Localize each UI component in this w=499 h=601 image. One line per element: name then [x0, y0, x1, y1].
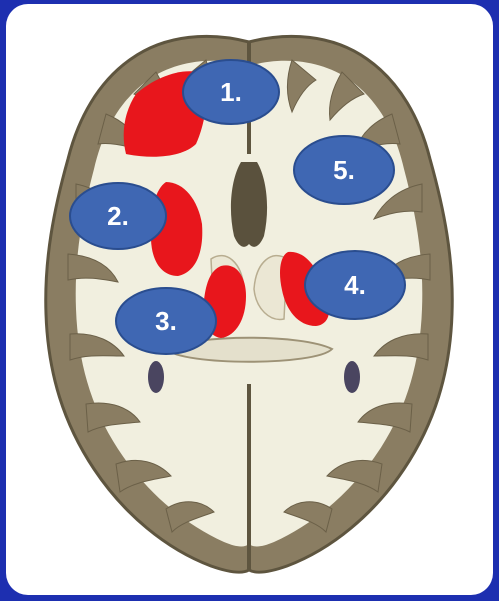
marker-2-label: 2. — [107, 201, 129, 231]
marker-2: 2. — [70, 183, 166, 249]
figure-panel: 1. 2. 3. 4. 5. — [6, 4, 493, 595]
marker-5-label: 5. — [333, 155, 355, 185]
lateral-ventricles — [231, 162, 267, 247]
marker-4: 4. — [305, 251, 405, 319]
posterior-horn-left — [148, 361, 164, 393]
marker-4-label: 4. — [344, 270, 366, 300]
marker-3: 3. — [116, 288, 216, 354]
marker-1-label: 1. — [220, 77, 242, 107]
posterior-horn-right — [344, 361, 360, 393]
brain-axial-section: 1. 2. 3. 4. 5. — [6, 4, 493, 595]
marker-1: 1. — [183, 60, 279, 124]
marker-5: 5. — [294, 136, 394, 204]
marker-3-label: 3. — [155, 306, 177, 336]
